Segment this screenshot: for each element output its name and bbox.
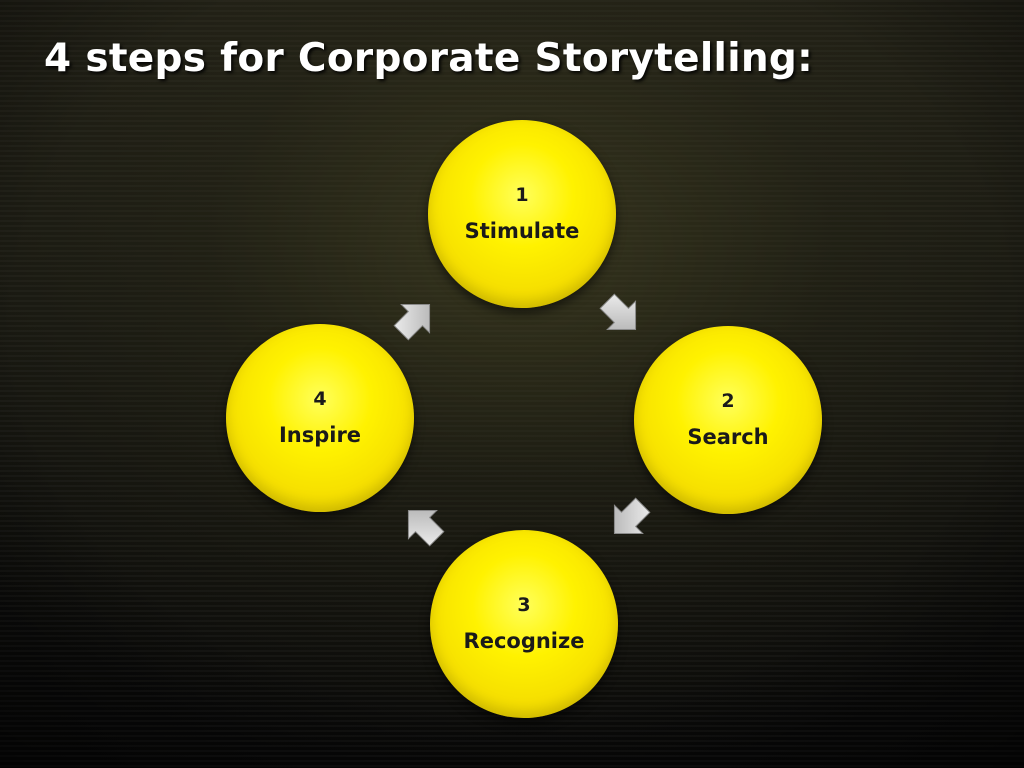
step-label: Inspire — [278, 423, 362, 447]
step-circle-recognize: 3 Recognize — [430, 530, 618, 718]
arrow-4-to-1 — [386, 289, 445, 348]
step-circle-inspire: 4 Inspire — [226, 324, 414, 512]
step-number: 4 — [313, 388, 327, 410]
slide-title: 4 steps for Corporate Storytelling: — [44, 36, 814, 81]
step-circle-search: 2 Search — [634, 326, 822, 514]
step-number: 2 — [721, 390, 735, 412]
step-number: 1 — [515, 184, 529, 206]
arrow-1-to-2 — [592, 286, 651, 345]
step-circle-stimulate: 1 Stimulate — [428, 120, 616, 308]
arrow-2-to-3 — [599, 490, 658, 549]
step-label: Search — [687, 425, 769, 449]
step-label: Recognize — [463, 629, 585, 653]
step-number: 3 — [517, 594, 531, 616]
step-label: Stimulate — [464, 219, 580, 243]
arrow-3-to-4 — [393, 495, 452, 554]
